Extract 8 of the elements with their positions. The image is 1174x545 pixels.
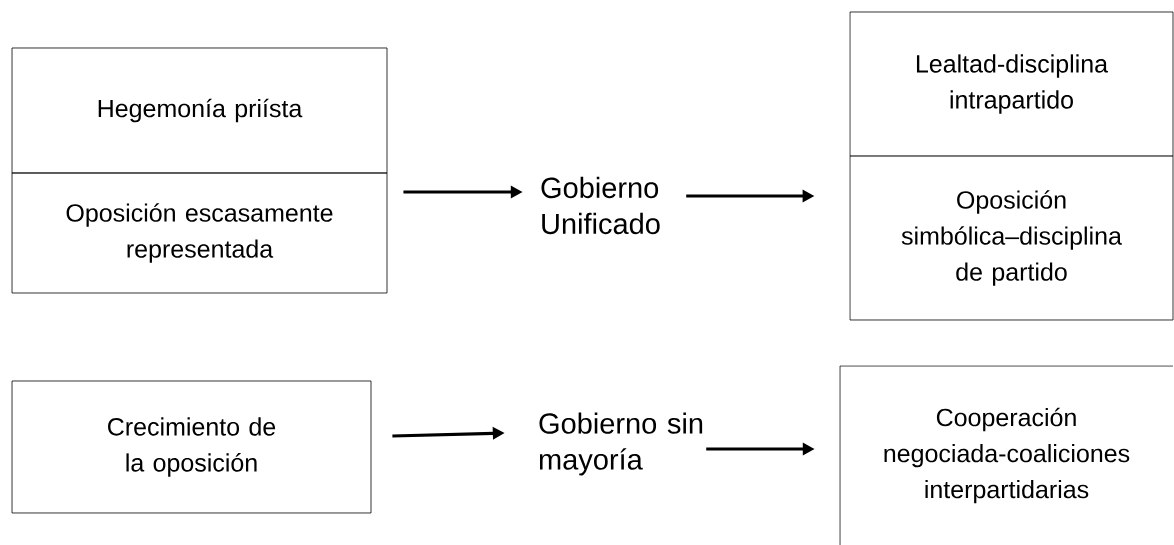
- label-text: Gobierno Unificado: [541, 176, 660, 235]
- text-box: Lealtad-disciplina intrapartido: [849, 11, 1174, 157]
- text-box: Crecimiento de la oposición: [11, 380, 372, 514]
- label-text: Gobierno sin mayoría: [539, 412, 703, 476]
- text-box: Hegemonía priísta: [11, 47, 388, 174]
- text-box: Oposición escasamente representada: [11, 172, 388, 294]
- text-box: Oposición simbólica–disciplina de partido: [849, 155, 1174, 321]
- text-box: Cooperación negociada-coaliciones interpartidarias: [839, 365, 1174, 545]
